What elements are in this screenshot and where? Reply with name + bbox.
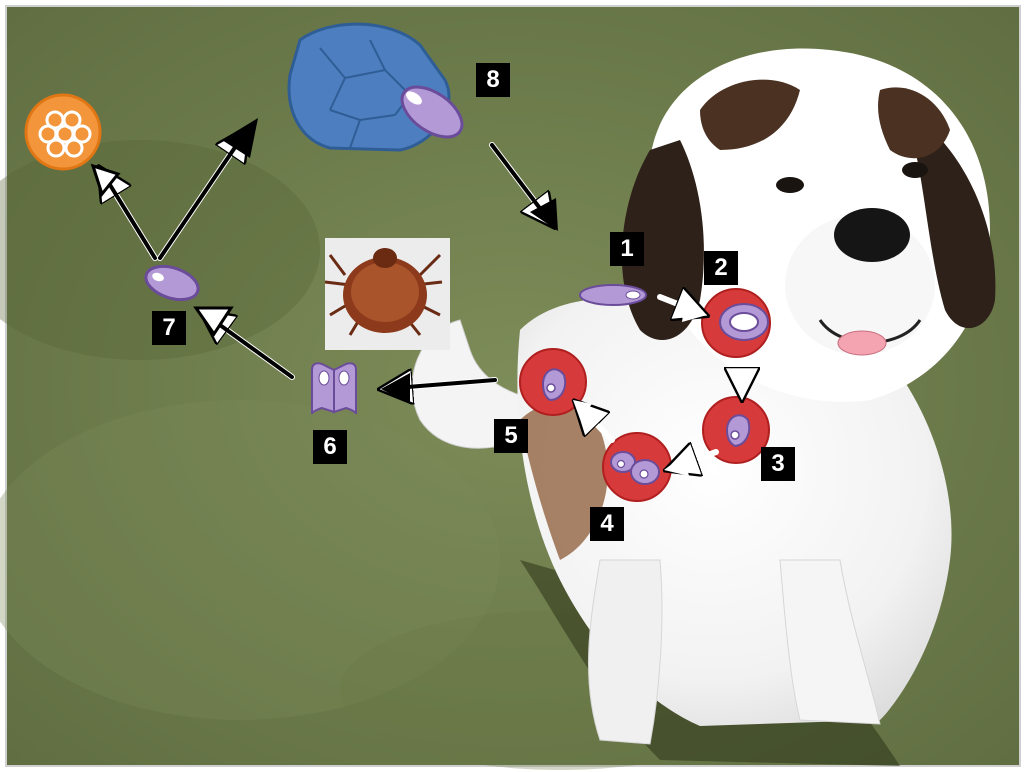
step-label-2: 2 bbox=[704, 251, 738, 285]
step-label-4: 4 bbox=[590, 507, 624, 541]
step-label-6: 6 bbox=[313, 430, 347, 464]
dividing-red-cell-icon bbox=[603, 433, 671, 501]
step-label-1: 1 bbox=[610, 232, 644, 266]
tick-photo bbox=[325, 238, 450, 350]
infected-red-cell-icon bbox=[702, 289, 770, 357]
gamete-icon bbox=[312, 363, 356, 414]
step-label-5: 5 bbox=[494, 419, 528, 453]
step-label-8: 8 bbox=[476, 63, 510, 97]
step-label-3: 3 bbox=[761, 447, 795, 481]
step-label-7: 7 bbox=[152, 311, 186, 345]
egg-cluster-icon bbox=[26, 95, 100, 169]
